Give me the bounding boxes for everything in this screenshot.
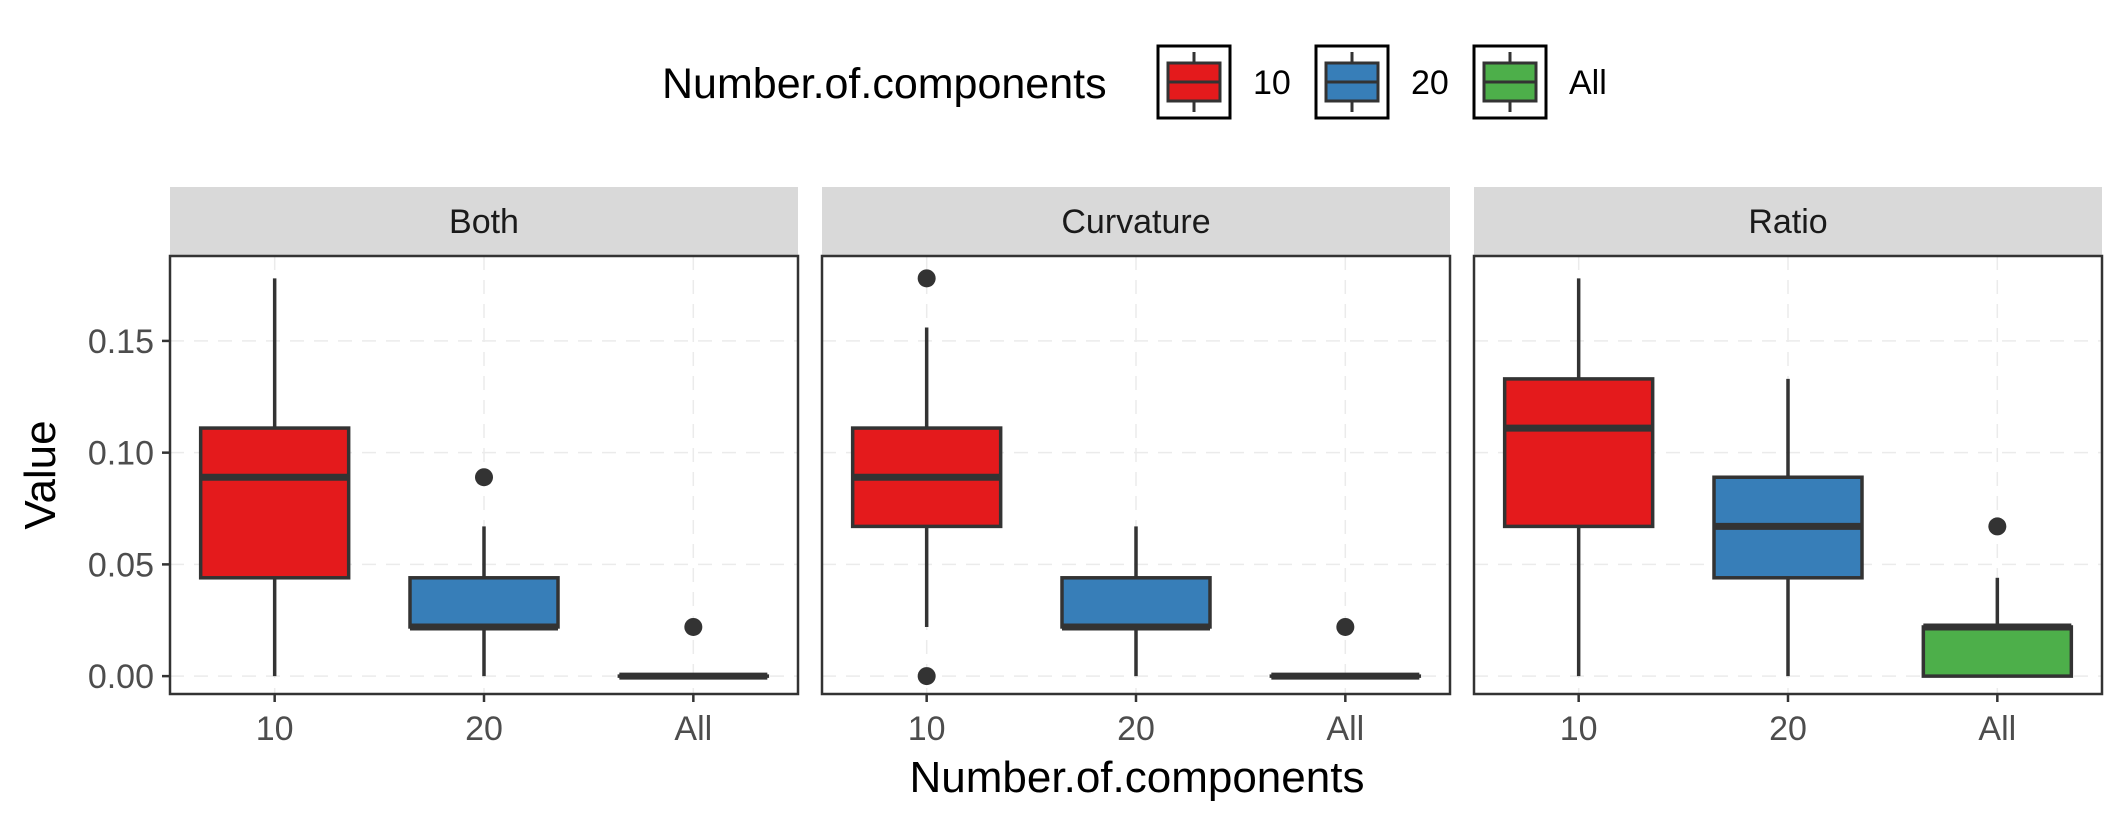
outlier-point xyxy=(917,667,936,686)
x-tick-label: 10 xyxy=(1560,710,1598,748)
box-iqr xyxy=(198,426,351,580)
box-iqr xyxy=(1921,625,2074,678)
outlier-point xyxy=(1988,517,2007,536)
facet-strip xyxy=(170,187,798,255)
facet-label: Ratio xyxy=(1748,203,1827,241)
outlier-point xyxy=(917,269,936,288)
box-20 xyxy=(1712,378,1864,677)
box-iqr xyxy=(1502,377,1655,529)
box-10 xyxy=(850,269,1003,686)
legend-key-10: 10 xyxy=(1156,44,1291,120)
legend-title: Number.of.components xyxy=(662,60,1107,108)
y-axis-title: Value xyxy=(16,420,65,529)
box-10 xyxy=(198,278,351,677)
x-axis-title: Number.of.components xyxy=(910,753,1365,802)
box-All xyxy=(1269,617,1422,680)
box-All xyxy=(617,617,770,680)
box-All xyxy=(1921,517,2074,678)
y-axis: 0.00 0.05 0.10 0.15 xyxy=(88,323,170,696)
box-20 xyxy=(408,468,560,677)
x-tick-label: All xyxy=(674,710,712,748)
box-iqr xyxy=(1060,576,1212,629)
legend-key-20: 20 xyxy=(1314,44,1449,120)
legend: Number.of.components 10 20 All xyxy=(662,44,1607,120)
facet-label: Curvature xyxy=(1061,203,1210,241)
facet-panels: Both 10 20 All Curvature 10 20 All Ratio 10 20 All 0… xyxy=(88,187,2104,748)
box-20 xyxy=(1060,526,1212,677)
legend-label-20: 20 xyxy=(1411,64,1449,102)
facet-strip xyxy=(1474,187,2102,255)
panel-ratio: Ratio 10 20 All xyxy=(1472,187,2104,748)
legend-keys: 10 20 All xyxy=(1156,44,1607,120)
legend-label-10: 10 xyxy=(1253,64,1291,102)
box-10 xyxy=(1502,278,1655,677)
y-tick-label: 0.15 xyxy=(88,323,154,361)
outlier-point xyxy=(475,468,493,487)
x-tick-label: 10 xyxy=(256,710,294,748)
panel-curvature: Curvature 10 20 All xyxy=(820,187,1452,748)
x-tick-label: 20 xyxy=(1117,710,1155,748)
x-tick-label: All xyxy=(1326,710,1364,748)
outlier-point xyxy=(684,617,703,636)
y-tick-label: 0.10 xyxy=(88,435,154,473)
legend-key-All: All xyxy=(1472,44,1607,120)
outlier-point xyxy=(1336,617,1355,636)
x-tick-label: All xyxy=(1978,710,2016,748)
y-tick-label: 0.05 xyxy=(88,546,154,584)
x-tick-label: 10 xyxy=(908,710,946,748)
facet-label: Both xyxy=(449,203,519,241)
box-iqr xyxy=(408,576,560,629)
panel-both: Both 10 20 All xyxy=(168,187,800,748)
x-tick-label: 20 xyxy=(465,710,503,748)
y-tick-label: 0.00 xyxy=(88,658,154,696)
legend-label-All: All xyxy=(1569,64,1607,102)
x-tick-label: 20 xyxy=(1769,710,1807,748)
facet-strip xyxy=(822,187,1450,255)
